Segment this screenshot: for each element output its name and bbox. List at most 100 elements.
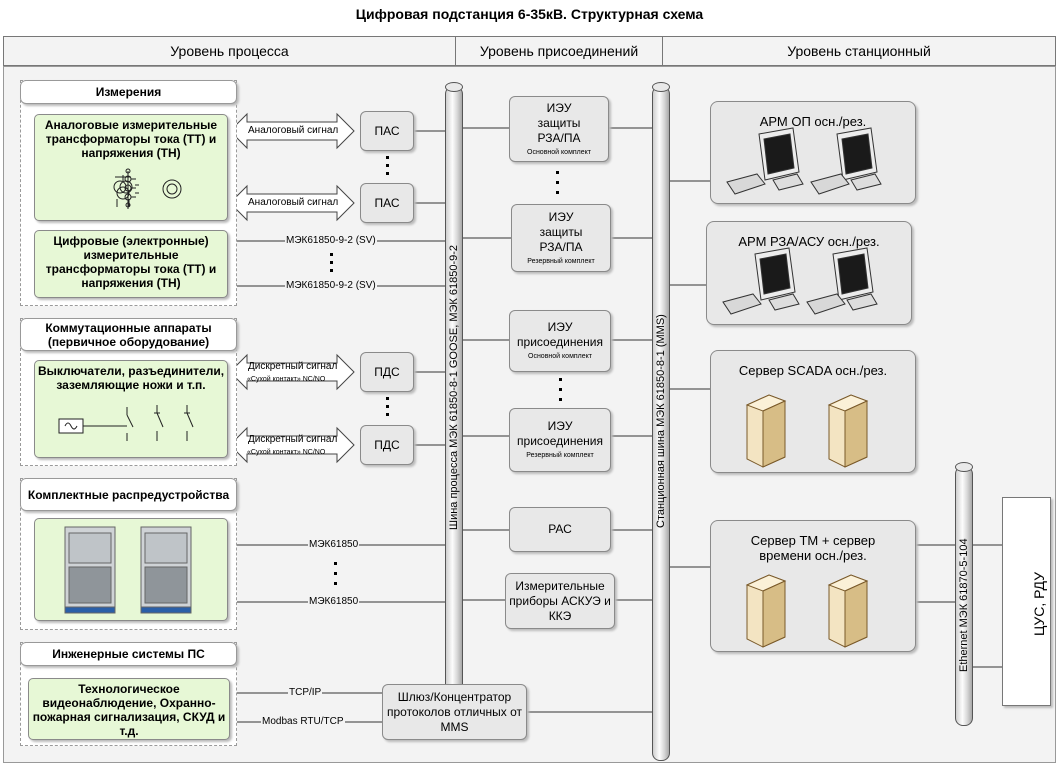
ied-rza-reserve-title: ИЭУ защиты РЗА/ПА — [539, 209, 583, 254]
pds-label: ПДС — [374, 437, 400, 452]
analog-signal-arrow — [229, 184, 355, 222]
kru-label: Комплектные распредустройства — [20, 478, 237, 511]
arm-rza-label: АРМ РЗА/АСУ осн./рез. — [738, 234, 880, 249]
ellipsis-dot — [559, 378, 562, 381]
ied-bay-reserve-sub: Резервный комплект — [526, 452, 594, 459]
iec61850-label: МЭК61850 — [308, 539, 360, 550]
arm-op-label: АРМ ОП осн./рез. — [759, 114, 867, 129]
pds-converter[interactable]: ПДС — [360, 425, 414, 465]
ied-bay-main[interactable]: ИЭУ присоединения Основной комплект — [509, 310, 611, 372]
ied-bay-reserve-title: ИЭУ присоединения — [517, 419, 603, 448]
sv-signal-label: МЭК61850-9-2 (SV) — [285, 235, 377, 246]
ellipsis-dot — [330, 261, 333, 264]
analog-signal-arrow — [229, 112, 355, 150]
header-divider — [662, 37, 663, 65]
ellipsis-dot — [559, 398, 562, 401]
analog-signal-label: Аналоговый сигнал — [248, 197, 339, 208]
ethernet-bus-label: Ethernet МЭК 61870-5-104 — [958, 538, 970, 672]
ied-bay-main-title: ИЭУ присоединения — [517, 320, 603, 349]
cus-rdu-label: ЦУС, РДУ — [1031, 571, 1047, 636]
modbus-label: Modbas RTU/TCP — [261, 716, 345, 727]
metering-devices[interactable]: Измерительные приборы АСКУЭ и ККЭ — [505, 573, 615, 629]
header-station-level: Уровень станционный — [787, 43, 931, 59]
ied-bay-main-sub: Основной комплект — [528, 353, 592, 360]
analog-signal-label: Аналоговый сигнал — [248, 125, 339, 136]
ellipsis-dot — [386, 413, 389, 416]
metering-label: Измерительные приборы АСКУЭ и ККЭ — [509, 578, 611, 623]
dry-contact-label: «Сухой контакт» NC/NO — [247, 376, 326, 383]
kru-box — [34, 518, 228, 621]
iec61850-label: МЭК61850 — [308, 596, 360, 607]
header-process-level: Уровень процесса — [170, 43, 289, 59]
station-bus-label: Станционная шина МЭК 61850-8-1 (MMS) — [655, 314, 667, 528]
ellipsis-dot — [556, 191, 559, 194]
ellipsis-dot — [556, 181, 559, 184]
transformer-symbols-icon — [113, 168, 182, 209]
gateway-label: Шлюз/Концентратор протоколов отличных от… — [386, 689, 523, 734]
ied-rza-main-title: ИЭУ защиты РЗА/ПА — [537, 100, 581, 145]
process-bus-label: Шина процесса МЭК 61850-8-1 GOOSE, МЭК 6… — [448, 244, 460, 530]
protocol-gateway[interactable]: Шлюз/Концентратор протоколов отличных от… — [382, 684, 527, 740]
measurements-label: Измерения — [20, 80, 237, 104]
ied-rza-main[interactable]: ИЭУ защиты РЗА/ПА Основной комплект — [509, 96, 609, 162]
server-icon — [745, 394, 869, 468]
server-icon — [745, 574, 869, 648]
ellipsis-dot — [334, 572, 337, 575]
header-bay-level: Уровень присоединений — [479, 43, 639, 59]
ied-rza-main-sub: Основной комплект — [527, 148, 591, 156]
analog-transformers-box: Аналоговые измерительные трансформаторы … — [34, 114, 228, 221]
pds-label: ПДС — [374, 364, 400, 379]
station-bus-cap — [652, 82, 670, 92]
ellipsis-dot — [334, 582, 337, 585]
sv-signal-label: МЭК61850-9-2 (SV) — [285, 280, 377, 291]
ellipsis-dot — [559, 388, 562, 391]
engineering-systems-text: Технологическое видеонаблюдение, Охранно… — [32, 682, 226, 738]
ellipsis-dot — [386, 397, 389, 400]
process-bus-cap — [445, 82, 463, 92]
analog-transformers-text: Аналоговые измерительные трансформаторы … — [44, 118, 218, 160]
scada-label: Сервер SCADA осн./рез. — [738, 363, 888, 378]
level-header-row — [3, 36, 1056, 66]
pas-converter[interactable]: ПАС — [360, 183, 414, 223]
tm-server-group[interactable]: Сервер ТМ + сервер времени осн./рез. — [710, 520, 916, 652]
workstation-icon — [726, 127, 882, 195]
discrete-signal-arrow — [229, 426, 355, 464]
ied-rza-reserve[interactable]: ИЭУ защиты РЗА/ПА Резервный комплект — [511, 204, 611, 272]
discrete-signal-label: Дискретный сигнал — [248, 361, 338, 372]
workstation-icon — [722, 247, 878, 315]
header-divider — [455, 37, 456, 65]
ellipsis-dot — [386, 172, 389, 175]
pac-recorder[interactable]: РАС — [509, 507, 611, 552]
ellipsis-dot — [330, 253, 333, 256]
pds-converter[interactable]: ПДС — [360, 352, 414, 392]
arm-op-group[interactable]: АРМ ОП осн./рез. — [710, 101, 916, 204]
discrete-signal-label: Дискретный сигнал — [248, 434, 338, 445]
switching-devices-box: Выключатели, разъединители, заземляющие … — [34, 360, 228, 458]
switching-symbols-icon — [58, 405, 194, 441]
tcp-label: TCP/IP — [288, 687, 323, 698]
diagram-title: Цифровая подстанция 6-35кВ. Структурная … — [355, 6, 704, 22]
engineering-systems-box: Технологическое видеонаблюдение, Охранно… — [28, 678, 230, 740]
engineering-label: Инженерные системы ПС — [20, 642, 237, 666]
pas-label: ПАС — [374, 123, 400, 138]
dry-contact-label: «Сухой контакт» NC/NO — [247, 449, 326, 456]
ellipsis-dot — [330, 269, 333, 272]
ellipsis-dot — [556, 171, 559, 174]
switchgear-cabinet-icon — [64, 526, 192, 614]
ellipsis-dot — [386, 156, 389, 159]
arm-rza-group[interactable]: АРМ РЗА/АСУ осн./рез. — [706, 221, 912, 325]
pas-converter[interactable]: ПАС — [360, 111, 414, 151]
ellipsis-dot — [386, 405, 389, 408]
switching-label: Коммутационные аппараты (первичное обору… — [20, 318, 237, 351]
ied-bay-reserve[interactable]: ИЭУ присоединения Резервный комплект — [509, 408, 611, 472]
digital-transformers-text: Цифровые (электронные) измерительные тра… — [45, 234, 217, 290]
cus-rdu-box[interactable]: ЦУС, РДУ — [1002, 497, 1051, 706]
ethernet-bus-cap — [955, 462, 973, 472]
scada-server-group[interactable]: Сервер SCADA осн./рез. — [710, 350, 916, 473]
discrete-signal-arrow — [229, 353, 355, 391]
pac-label: РАС — [548, 522, 572, 536]
ellipsis-dot — [334, 562, 337, 565]
ied-rza-reserve-sub: Резервный комплект — [527, 257, 595, 265]
